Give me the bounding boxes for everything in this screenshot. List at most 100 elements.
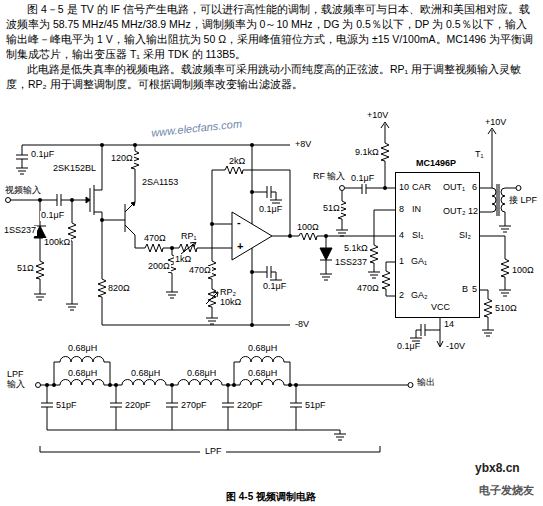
pin-label: 2 <box>398 291 405 301</box>
component-label: 0.1μF <box>350 174 375 184</box>
chip-name: MC1496P <box>416 158 456 168</box>
junction-dots <box>250 270 254 274</box>
lpf-ladder <box>408 383 413 388</box>
component-label: +10V <box>366 111 389 121</box>
component-label: 270pF <box>180 401 208 411</box>
component-label: 51Ω <box>16 264 35 274</box>
lpf-ladder <box>45 383 49 387</box>
pin-label: SI₁ <box>411 231 425 241</box>
component-label: 0.68μH <box>67 369 98 379</box>
component-label: 0.68μH <box>67 344 98 354</box>
modulator-wiring <box>488 128 496 134</box>
component-label: 0.68μH <box>186 369 217 379</box>
component-label: 51pF <box>55 401 78 411</box>
component-label: 0.1μF <box>262 282 287 292</box>
pin-label: CAR <box>411 183 432 193</box>
component-label: 820Ω <box>107 284 131 294</box>
lpf-ladder <box>45 383 298 387</box>
component-label: 1SS237 <box>334 258 368 268</box>
component-label: + <box>236 240 244 252</box>
pin-label: 10 <box>398 183 410 193</box>
description-paragraph: 此电路是低失真率的视频电路。载波频率可采用跳动小而纯度高的正弦波。RP₁ 用于调… <box>6 62 536 92</box>
component-label: LPF <box>204 447 223 457</box>
component-label: 510Ω <box>494 304 518 314</box>
lpf-ladder <box>240 380 284 386</box>
component-label: 0.1μF <box>258 205 283 215</box>
lpf-ladder <box>114 383 118 387</box>
modulator-wiring <box>382 268 390 292</box>
component-label: 470Ω <box>143 234 167 244</box>
input-stage <box>6 198 11 203</box>
lpf-ladder <box>288 383 292 387</box>
component-label: 0.68μH <box>247 369 278 379</box>
input-stage <box>86 197 90 203</box>
input-stage <box>102 145 290 325</box>
modulator-wiring <box>482 326 494 336</box>
component-label: 120Ω <box>110 154 134 164</box>
component-label: 200Ω <box>147 262 171 272</box>
modulator-wiring <box>342 124 395 226</box>
lpf-ladder <box>40 362 408 385</box>
junction-dots <box>38 198 42 202</box>
input-stage <box>34 290 46 300</box>
input-stage <box>272 236 395 270</box>
pin-label: OUT₂ <box>442 207 467 217</box>
pin-label: 8 <box>398 205 405 215</box>
input-stage <box>200 170 290 314</box>
modulator-wiring <box>499 222 511 232</box>
modulator-wiring <box>480 290 488 326</box>
component-label: 100kΩ <box>43 238 71 248</box>
lpf-ladder <box>294 383 298 387</box>
junction-dots <box>250 190 254 194</box>
junction-dots <box>210 222 214 226</box>
junction-dots <box>383 186 387 190</box>
modulator-wiring <box>336 122 521 347</box>
pin-label: OUT₁ <box>442 183 466 193</box>
lpf-ladder <box>47 385 340 430</box>
component-label: 51pF <box>304 401 327 411</box>
input-stage <box>222 166 246 174</box>
modulator-wiring <box>501 256 509 280</box>
component-label: 100Ω <box>296 223 320 233</box>
lpf-ladder <box>232 383 236 387</box>
component-label: -8V <box>294 320 310 330</box>
component-label: 1kΩ <box>174 255 192 265</box>
lpf-ladder <box>52 383 56 387</box>
input-stage <box>131 202 135 206</box>
pin-label: 5 <box>471 285 478 295</box>
watermark: www.elecfans.com <box>150 117 244 139</box>
pin-label: GA₁ <box>410 257 428 267</box>
ic-chip: MC1496P <box>395 172 480 318</box>
junction-dots <box>288 234 292 238</box>
input-stage <box>16 150 28 164</box>
lpf-ladder <box>226 383 230 387</box>
component-label: RF 输入 <box>312 172 347 182</box>
lpf-ladder <box>170 383 174 387</box>
modulator-wiring <box>381 140 389 164</box>
pin-label: VCC <box>430 303 451 313</box>
input-stage <box>52 194 66 206</box>
lpf-ladder <box>240 357 284 363</box>
pin-label: B <box>461 285 469 295</box>
description-paragraph: 图 4－5 是 TV 的 IF 信号产生电路，可以进行高性能的调制，载波频率可与… <box>6 2 536 62</box>
input-stage <box>98 276 106 300</box>
modulator-wiring <box>336 226 348 236</box>
pin-label: SI₂ <box>458 231 472 241</box>
pin-label: 12 <box>467 207 479 217</box>
lpf-ladder <box>334 430 346 440</box>
junction-dots <box>250 323 254 327</box>
component-label: 10kΩ <box>219 298 242 308</box>
input-stage <box>181 242 196 254</box>
input-stage <box>262 186 276 198</box>
input-stage <box>66 300 78 310</box>
input-stage <box>16 164 28 174</box>
component-label: 220pF <box>236 401 264 411</box>
lpf-ladder <box>60 357 104 363</box>
lpf-ladder <box>290 398 302 412</box>
lpf-ladder <box>178 380 222 386</box>
component-label: 2SA1153 <box>141 178 179 188</box>
modulator-wiring <box>381 122 389 128</box>
component-label: 100Ω <box>511 266 535 276</box>
input-stage <box>296 232 320 240</box>
